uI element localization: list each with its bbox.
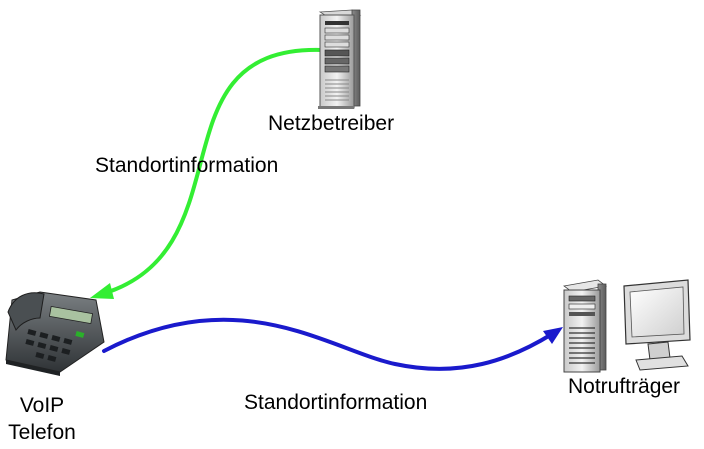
- edge-phone-to-psap: [102, 317, 563, 371]
- edge-label-provider-to-phone: Standortinformation: [95, 154, 279, 177]
- provider-label: Netzbetreiber: [268, 112, 395, 135]
- desk-phone-icon: [5, 291, 105, 376]
- edge-label-phone-to-psap: Standortinformation: [244, 391, 428, 414]
- phone-label-line1: VoIP: [19, 394, 65, 417]
- edge-provider-to-phone: [90, 47, 324, 299]
- blue-arrow-head: [543, 327, 563, 344]
- blue-arrow-line: [102, 317, 554, 371]
- green-arrow-line: [100, 47, 324, 296]
- phone-label-line2: Telefon: [8, 421, 76, 444]
- psap-label: Notrufträger: [568, 375, 681, 398]
- workstation-icon: [563, 279, 691, 373]
- phone-label: VoIP Telefon: [0, 392, 84, 446]
- server-tower-icon: [318, 9, 362, 109]
- green-arrow-head: [90, 283, 114, 299]
